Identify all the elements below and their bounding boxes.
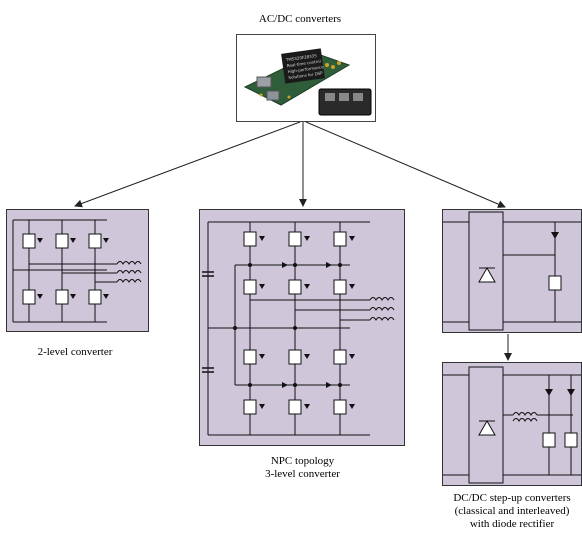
inductors: [116, 261, 142, 283]
chip-text-3: Solutions for DSP: [288, 70, 323, 80]
dcdc-rectifier-diode: [478, 419, 496, 436]
dcdc-label-line3: with diode rectifier: [469, 518, 555, 530]
npc-inductors: [369, 297, 395, 321]
rectifier-diode-symbol: [478, 266, 496, 283]
npc-panel: [199, 209, 405, 446]
rectifier-schematic: [443, 211, 581, 331]
diagram-title: AC/DC converters: [258, 13, 342, 25]
clamp-diodes: [282, 262, 332, 388]
arrow-to-rectifier: [305, 121, 506, 208]
junction-dots: [233, 263, 342, 387]
hardware-photo-drawing: TMS320F28335 Real-time control High-perf…: [243, 48, 372, 116]
npc-freewheel-diodes: [259, 236, 355, 409]
usb-connector: [256, 76, 272, 88]
module-terminal-3: [353, 93, 363, 101]
dsp-chip: [281, 48, 325, 84]
rectifier-panel: [442, 209, 582, 333]
npc-label-line1: NPC topology: [270, 455, 335, 467]
two-level-label: 2-level converter: [37, 346, 113, 358]
diode-group: [37, 238, 109, 299]
dcdc-diode-1: [545, 389, 553, 396]
chip-text-1: Real-time control: [286, 59, 321, 69]
module-terminal-1: [325, 93, 335, 101]
interleaved-inductor-1: [512, 412, 538, 416]
igbt-group: [22, 233, 102, 305]
npc-schematic: [202, 221, 395, 436]
chip-text-2: High-performance: [287, 64, 324, 74]
dcdc-label-line2: (classical and interleaved): [454, 505, 570, 517]
dcdc-panel: [442, 362, 582, 486]
capacitors: [202, 271, 214, 373]
interleaved-inductor-2: [512, 418, 538, 422]
board-components: [259, 61, 341, 99]
npc-label-line2: 3-level converter: [265, 468, 340, 480]
dcdc-diode-2: [567, 389, 575, 396]
boost-switch: [548, 275, 562, 291]
two-level-schematic: [12, 219, 142, 323]
boost-diode: [551, 232, 559, 239]
dcdc-switch-2: [564, 432, 578, 448]
dcdc-schematic: [443, 366, 581, 484]
serial-connector: [266, 90, 280, 101]
two-level-panel: [6, 209, 149, 332]
arrow-to-2level: [74, 121, 301, 208]
npc-igbts: [243, 231, 347, 415]
module-terminal-2: [339, 93, 349, 101]
chip-text-0: TMS320F28335: [285, 53, 318, 62]
dcdc-label-line1: DC/DC step-up converters: [453, 492, 571, 504]
dcdc-switch-1: [542, 432, 556, 448]
hardware-photo: TMS320F28335 Real-time control High-perf…: [236, 34, 376, 122]
